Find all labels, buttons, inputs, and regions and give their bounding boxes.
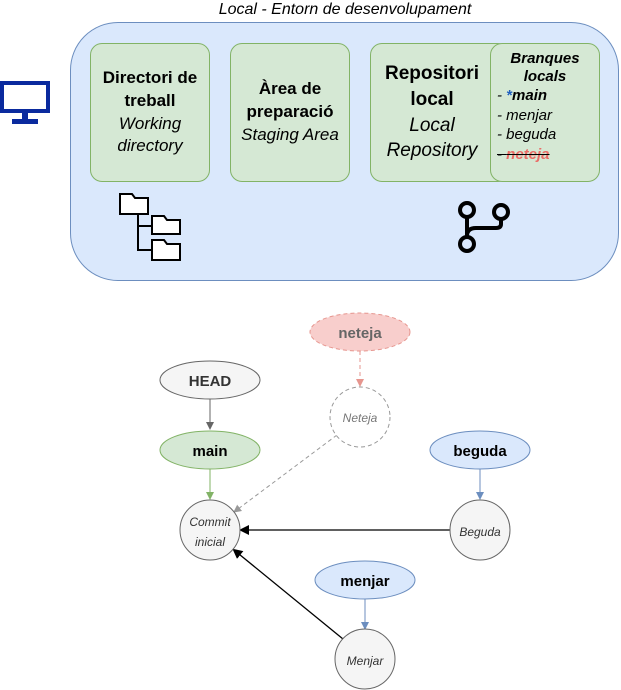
working-title-1: Directori de (102, 67, 198, 87)
head-pointer: HEAD (159, 360, 261, 400)
commit-beguda: Beguda (449, 499, 511, 561)
commit-initial-line2: inicial (195, 535, 225, 549)
repo-subtitle-1: Local (409, 114, 455, 136)
commit-neteja: Neteja (329, 386, 391, 448)
desktop-monitor-icon (0, 81, 50, 124)
local-repository-box: Repositori local Local Repository (370, 43, 510, 182)
main-label: main (192, 443, 227, 460)
commit-initial-line1: Commit (189, 515, 231, 529)
staging-title-2: preparació (246, 102, 334, 122)
edge-neteja-commit-initial (233, 434, 338, 513)
working-title-2: treball (124, 90, 176, 110)
branch-ref-menjar: menjar (314, 560, 416, 600)
environment-title: Local - Entorn de desenvolupament (218, 1, 472, 18)
beguda-label: beguda (453, 443, 507, 460)
branch-ref-beguda: beguda (429, 430, 531, 470)
neteja-label: neteja (338, 325, 382, 342)
branches-title-1: Branques (510, 50, 580, 67)
local-branches-panel: Branques locals - *main - menjar - begud… (490, 43, 600, 182)
branch-item-menjar: - menjar (497, 106, 553, 124)
current-branch-marker: * (506, 87, 513, 104)
folder-tree-icon (119, 193, 181, 261)
repo-title-2: local (410, 88, 454, 110)
commit-menjar-label: Menjar (347, 654, 385, 668)
commit-beguda-label: Beguda (459, 525, 501, 539)
branch-item-neteja-deleted: - neteja (497, 145, 550, 163)
menjar-label: menjar (340, 573, 389, 590)
working-subtitle-1: Working (118, 113, 182, 133)
commit-menjar: Menjar (334, 628, 396, 690)
staging-title-1: Àrea de (258, 79, 322, 99)
repo-subtitle-2: Repository (386, 140, 478, 162)
branch-item-main: - *main (497, 87, 548, 104)
commit-initial: Commit inicial (179, 499, 241, 561)
branches-title-2: locals (523, 68, 567, 85)
staging-area-box: Àrea de preparació Staging Area (230, 43, 350, 182)
repo-title-1: Repositori (385, 63, 479, 85)
working-directory-box: Directori de treball Working directory (90, 43, 210, 182)
commit-neteja-label: Neteja (343, 411, 378, 425)
branch-ref-neteja-deleted: neteja (309, 312, 411, 352)
branch-ref-main: main (159, 430, 261, 470)
head-label: HEAD (189, 373, 232, 390)
edge-menjar-commit-initial (232, 548, 344, 640)
git-branch-icon (458, 201, 510, 253)
staging-subtitle-1: Staging Area (241, 124, 339, 144)
branch-item-beguda: - beguda (497, 126, 557, 143)
working-subtitle-2: directory (117, 136, 183, 156)
